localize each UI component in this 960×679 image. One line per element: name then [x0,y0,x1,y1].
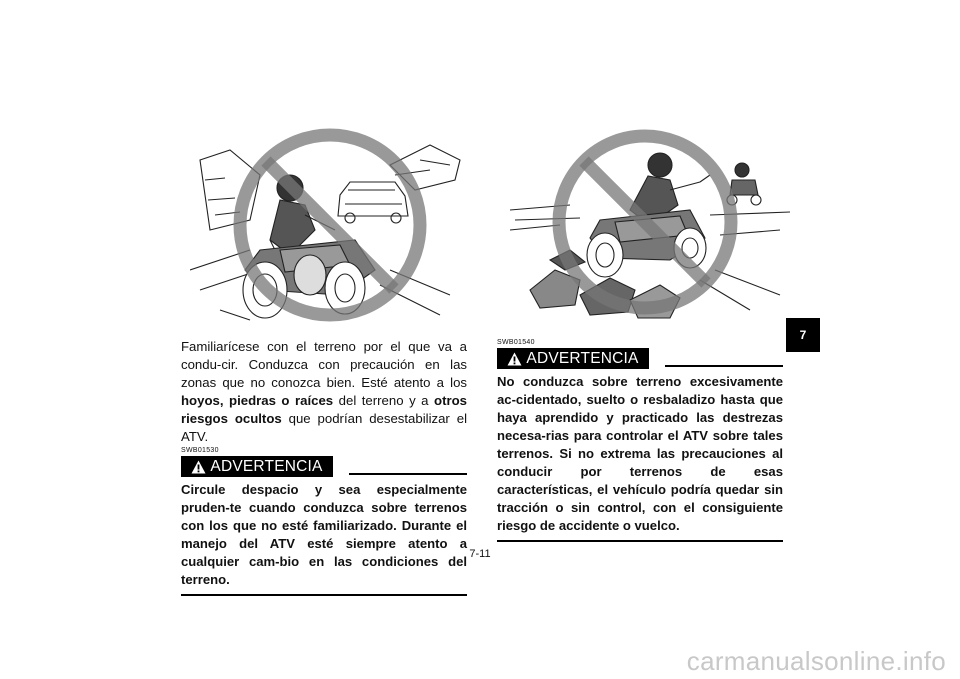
warning-bottom-rule [497,540,783,542]
warning-code: SWB01540 [497,339,535,346]
warning-divider [665,364,783,367]
right-column: SWB01540 ADVERTENCIA No conduzca sobre t… [497,338,783,542]
rough-terrain-illustration [510,129,790,319]
warning-triangle-icon [191,460,206,473]
warning-badge: ADVERTENCIA [497,348,649,369]
warning-text: Circule despacio y sea especialmente pru… [181,482,467,587]
unfamiliar-terrain-illustration [190,128,461,322]
paragraph-text: que podrían desestabilizar el ATV. [181,411,467,444]
warning-label: ADVERTENCIA [526,349,639,367]
prohibition-circle-icon [233,128,427,322]
paragraph-emphasis: hoyos, piedras o raíces [181,393,334,408]
chapter-tab: 7 [786,318,820,352]
warning-divider [349,472,467,475]
page-number: 7-11 [469,548,491,560]
terrain-familiarity-paragraph: Familiarícese con el terreno por el que … [181,338,467,446]
paragraph-emphasis: otros riesgos ocultos [181,393,467,426]
warning-bottom-rule [181,594,467,596]
prohibition-circle-icon [552,129,738,315]
left-column: Familiarícese con el terreno por el que … [181,338,467,596]
warning-text: No conduzca sobre terreno excesivamente … [497,374,783,533]
warning-badge: ADVERTENCIA [181,456,333,477]
warning-code: SWB01530 [181,447,219,454]
watermark: carmanualsonline.info [686,646,946,676]
warning-triangle-icon [507,352,522,365]
warning-header: ADVERTENCIA [497,348,783,369]
paragraph-text: Familiarícese con el terreno por el que … [181,339,467,390]
paragraph-text: del terreno y a [333,393,435,408]
warning-label: ADVERTENCIA [210,457,323,475]
warning-header: ADVERTENCIA [181,456,467,477]
